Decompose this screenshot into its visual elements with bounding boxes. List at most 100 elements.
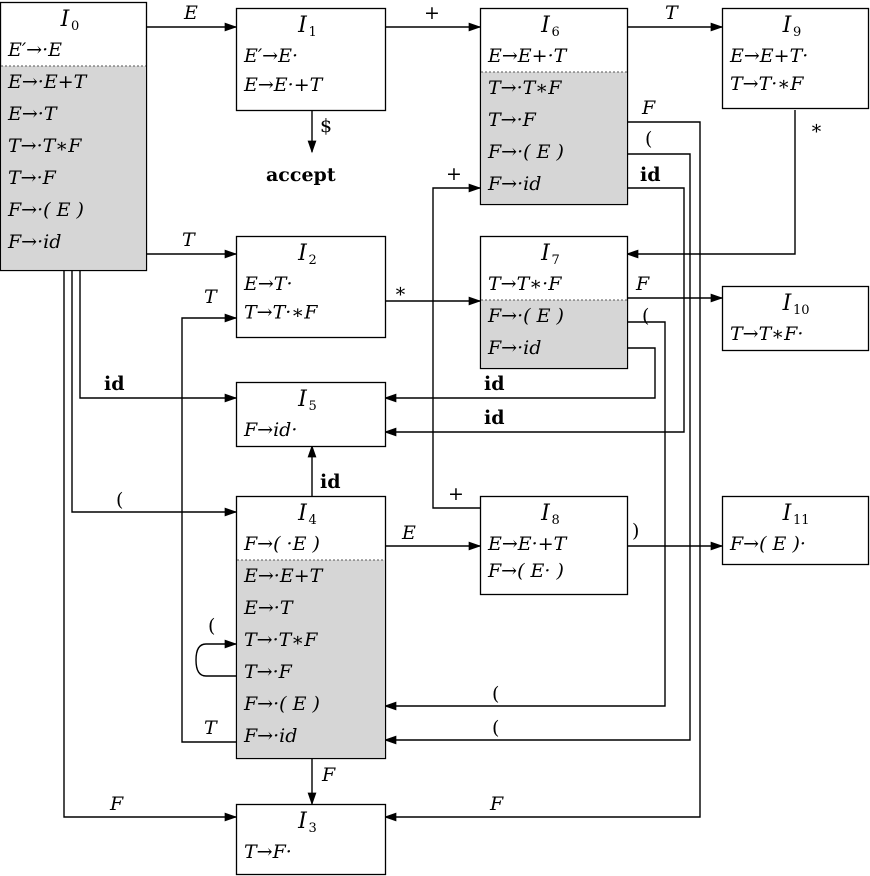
label-I4-I4: ( <box>208 615 215 637</box>
label-I7-I4-lower: ( <box>492 683 499 705</box>
label-I1-I6: + <box>424 2 440 24</box>
state-name-I8: I <box>540 501 551 526</box>
closure-item-I6-3: F→·( E ) <box>487 141 564 163</box>
kernel-item-I2-0: E→T· <box>243 273 293 295</box>
label-I6-I3-lower: F <box>489 793 504 815</box>
state-index-I2: 2 <box>309 253 317 268</box>
kernel-item-I4-0: F→( ·E ) <box>243 533 320 555</box>
label-I7-I5: id <box>484 373 505 395</box>
label-I4-I5: id <box>320 471 341 493</box>
state-index-I10: 10 <box>793 303 810 318</box>
edge-I9-I7 <box>625 110 796 259</box>
state-index-I11: 11 <box>793 513 810 528</box>
transition-edges <box>63 22 796 822</box>
kernel-item-I5-0: F→id· <box>243 419 297 441</box>
label-I0-I2: T <box>182 229 196 251</box>
closure-item-I0-3: T→·T∗F <box>8 135 82 157</box>
closure-shading-I6 <box>481 72 627 204</box>
closure-item-I7-1: F→·( E ) <box>487 305 564 327</box>
edge-I7-I4 <box>383 321 666 711</box>
state-index-I9: 9 <box>793 25 801 40</box>
state-index-I4: 4 <box>309 513 317 528</box>
kernel-item-I8-0: E→E·+T <box>487 533 568 555</box>
closure-item-I4-5: F→·( E ) <box>243 693 320 715</box>
state-name-I4: I <box>297 501 308 526</box>
kernel-item-I9-0: E→E+T· <box>729 45 808 67</box>
label-I8-I6-upper: + <box>446 163 462 185</box>
state-name-I0: I <box>60 7 71 32</box>
label-I4-I2-top: T <box>204 286 218 308</box>
kernel-item-I7-0: T→T∗·F <box>488 273 562 295</box>
kernel-item-I2-1: T→T·∗F <box>244 302 318 324</box>
edge-I6-I4 <box>383 153 691 745</box>
kernel-item-I0-0: E′→·E <box>7 39 62 61</box>
edge-I4-I2 <box>181 313 238 743</box>
kernel-item-I11-0: F→( E )· <box>729 533 806 555</box>
label-I0-I5: id <box>104 373 125 395</box>
closure-item-I0-6: F→·id <box>7 231 61 253</box>
edge-labels: E + T T T ∗ ∗ F F ( id + + ( id id id id… <box>104 2 823 815</box>
label-I8-I6-lower: + <box>448 483 464 505</box>
label-accept-symbol: $ <box>320 115 332 137</box>
label-I6-I3: F <box>641 97 656 119</box>
label-I0-I4: ( <box>116 489 123 511</box>
state-index-I6: 6 <box>552 25 560 40</box>
closure-item-I4-4: T→·F <box>244 661 293 683</box>
closure-item-I6-1: T→·T∗F <box>488 77 562 99</box>
closure-item-I4-6: F→·id <box>243 725 297 747</box>
label-I6-I4-lower: ( <box>492 717 499 739</box>
edge-I6-I5 <box>383 187 685 437</box>
label-I6-I9: T <box>665 2 679 24</box>
state-name-I11: I <box>782 501 793 526</box>
closure-item-I4-2: E→·T <box>243 597 294 619</box>
state-box-I10 <box>721 285 870 352</box>
label-I0-I1: E <box>183 2 198 24</box>
closure-item-I4-1: E→·E+T <box>243 565 324 587</box>
closure-item-I6-2: T→·F <box>488 109 537 131</box>
edge-I6-I3 <box>383 121 701 822</box>
label-I0-I3: F <box>109 793 124 815</box>
state-name-I9: I <box>782 13 793 38</box>
closure-shading-I0 <box>1 66 146 270</box>
state-index-I7: 7 <box>552 253 560 268</box>
closure-item-I7-2: F→·id <box>487 337 541 359</box>
edge-I0-I3 <box>63 270 238 822</box>
label-I6-I4: ( <box>645 128 652 150</box>
label-I7-I10: F <box>635 273 650 295</box>
label-I4-I2-bottom: T <box>204 717 218 739</box>
edge-I4-I4 <box>195 639 238 677</box>
label-I6-I5: id <box>640 164 661 186</box>
state-name-I2: I <box>297 241 308 266</box>
state-index-I3: 3 <box>309 821 317 836</box>
state-name-I7: I <box>540 241 551 266</box>
edge-I7-I5 <box>383 347 656 403</box>
kernel-item-I1-0: E′→E· <box>243 45 298 67</box>
state-box-I5 <box>235 381 387 448</box>
closure-shading-I7 <box>481 300 627 368</box>
label-I6-I5-lower: id <box>484 407 505 429</box>
closure-item-I0-4: T→·F <box>8 167 57 189</box>
kernel-item-I10-0: T→T∗F· <box>730 323 803 345</box>
label-I8-I11: ) <box>632 520 639 542</box>
state-index-I8: 8 <box>552 513 560 528</box>
label-I9-I7: ∗ <box>810 117 823 139</box>
closure-item-I0-5: F→·( E ) <box>7 199 84 221</box>
label-I2-I7: ∗ <box>394 280 407 302</box>
state-box-I8 <box>479 495 629 596</box>
closure-shading-I4 <box>237 560 385 758</box>
state-index-I1: 1 <box>309 25 317 40</box>
state-name-I6: I <box>540 13 551 38</box>
